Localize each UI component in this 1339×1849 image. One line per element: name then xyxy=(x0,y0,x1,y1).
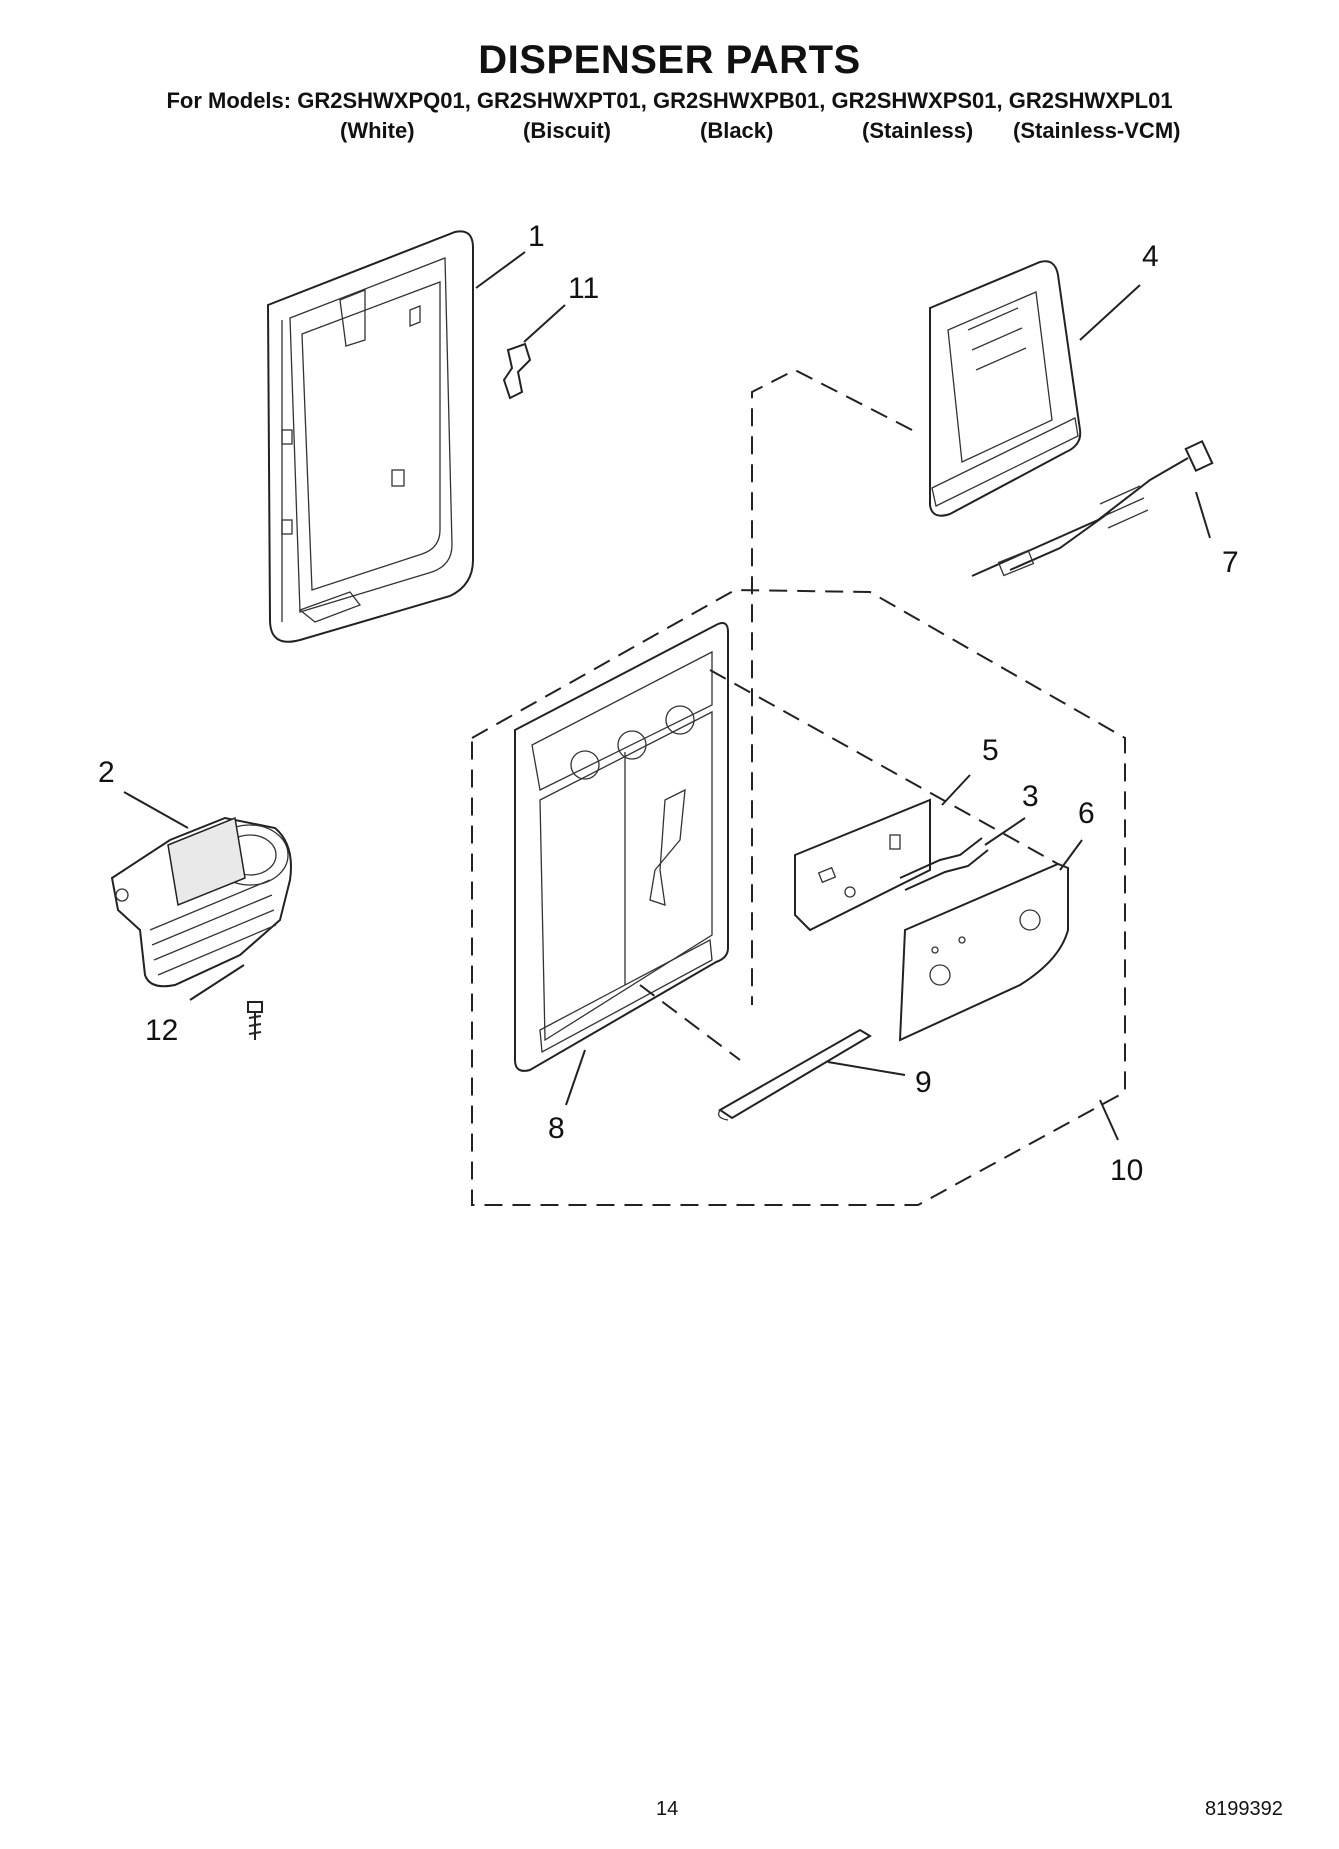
part-7-harness xyxy=(971,439,1214,577)
color-black: (Black) xyxy=(700,118,774,143)
page-title: DISPENSER PARTS xyxy=(478,38,861,82)
part-9-drip-tray xyxy=(717,1028,872,1121)
callout-8: 8 xyxy=(548,1112,565,1145)
part-12-screw xyxy=(247,1001,263,1040)
cover-assembly-outline xyxy=(751,368,913,1005)
alignment-line-board xyxy=(709,669,1059,865)
callout-12: 12 xyxy=(145,1014,178,1047)
color-white: (White) xyxy=(340,118,415,143)
color-biscuit: (Biscuit) xyxy=(523,118,611,143)
color-variants: (White) (Biscuit) (Black) (Stainless) (S… xyxy=(0,118,1339,146)
callout-10: 10 xyxy=(1110,1154,1143,1187)
part-6-control-overlay xyxy=(898,862,1069,1042)
alignment-line-tray xyxy=(639,984,741,1061)
callout-1: 1 xyxy=(528,220,545,253)
callout-7: 7 xyxy=(1222,546,1239,579)
callout-3: 3 xyxy=(1022,780,1039,813)
document-number: 8199392 xyxy=(1205,1798,1283,1820)
assembly-10-outline xyxy=(471,588,1126,1206)
part-1-housing-frame xyxy=(266,230,474,643)
models-line: For Models: GR2SHWXPQ01, GR2SHWXPT01, GR… xyxy=(166,88,1173,113)
part-3-wire-harness xyxy=(899,837,989,891)
part-5-control-board xyxy=(794,798,931,932)
leader-lines xyxy=(123,251,1211,1141)
callout-5: 5 xyxy=(982,734,999,767)
part-2-motor xyxy=(110,816,292,988)
color-stainless: (Stainless) xyxy=(862,118,974,143)
part-11-clip xyxy=(502,342,532,400)
part-4-cover-panel xyxy=(929,260,1082,517)
page-number: 14 xyxy=(656,1798,679,1820)
callout-11: 11 xyxy=(568,272,599,305)
callout-9: 9 xyxy=(915,1066,932,1099)
callout-6: 6 xyxy=(1078,797,1095,830)
color-stainless-vcm: (Stainless-VCM) xyxy=(1013,118,1181,143)
part-8-front-panel xyxy=(514,622,729,1072)
callout-2: 2 xyxy=(98,756,115,789)
callout-4: 4 xyxy=(1142,240,1159,273)
